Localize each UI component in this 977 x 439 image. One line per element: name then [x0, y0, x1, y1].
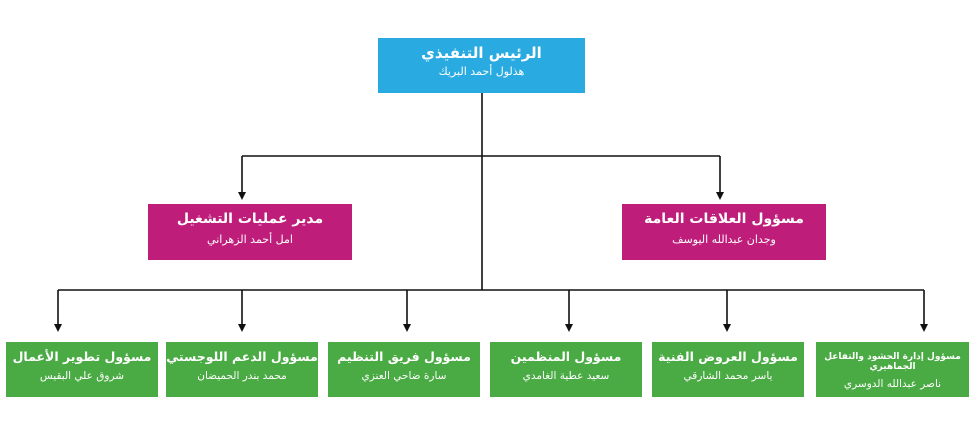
staff-box-organizers: مسؤول المنظمين سعيد عطية الغامدي: [490, 342, 642, 397]
staff-name: شروق علي البقيس: [39, 370, 125, 382]
staff-box-logistics: مسؤول الدعم اللوجستي محمد بندر الحميضان: [166, 342, 318, 397]
ceo-name: هذلول أحمد البريك: [438, 65, 525, 78]
staff-name: سارة ضاحي العنزي: [361, 370, 447, 382]
staff-title: مسؤول تطوير الأعمال: [12, 349, 152, 364]
staff-name: ياسر محمد الشارقي: [683, 370, 773, 382]
ceo-title: الرئيس التنفيذي: [421, 44, 542, 62]
ceo-box: الرئيس التنفيذي هذلول أحمد البريك: [378, 38, 585, 93]
staff-box-crowd-management: مسؤول إدارة الحشود والتفاعل الجماهيري نا…: [816, 342, 969, 397]
staff-name: سعيد عطية الغامدي: [522, 370, 610, 382]
manager-box-operations: مدير عمليات التشغيل امل أحمد الزهراني: [148, 204, 352, 260]
staff-title: مسؤول الدعم اللوجستي: [166, 349, 318, 364]
staff-title: مسؤول إدارة الحشود والتفاعل الجماهيري: [824, 352, 961, 372]
manager-title: مدير عمليات التشغيل: [176, 211, 324, 227]
staff-box-business-development: مسؤول تطوير الأعمال شروق علي البقيس: [6, 342, 158, 397]
manager-name: وجدان عبدالله اليوسف: [672, 233, 776, 246]
staff-box-art-shows: مسؤول العروض الفنية ياسر محمد الشارقي: [652, 342, 804, 397]
staff-title: مسؤول المنظمين: [510, 349, 622, 364]
staff-box-organizing-team: مسؤول فريق التنظيم سارة ضاحي العنزي: [328, 342, 480, 397]
staff-name: محمد بندر الحميضان: [197, 370, 287, 382]
staff-title: مسؤول العروض الفنية: [658, 349, 798, 364]
manager-title: مسؤول العلاقات العامة: [644, 211, 804, 227]
manager-box-public-relations: مسؤول العلاقات العامة وجدان عبدالله اليو…: [622, 204, 826, 260]
manager-name: امل أحمد الزهراني: [207, 233, 293, 246]
staff-title: مسؤول فريق التنظيم: [337, 349, 471, 364]
staff-name: ناصر عبدالله الدوسري: [843, 378, 942, 390]
